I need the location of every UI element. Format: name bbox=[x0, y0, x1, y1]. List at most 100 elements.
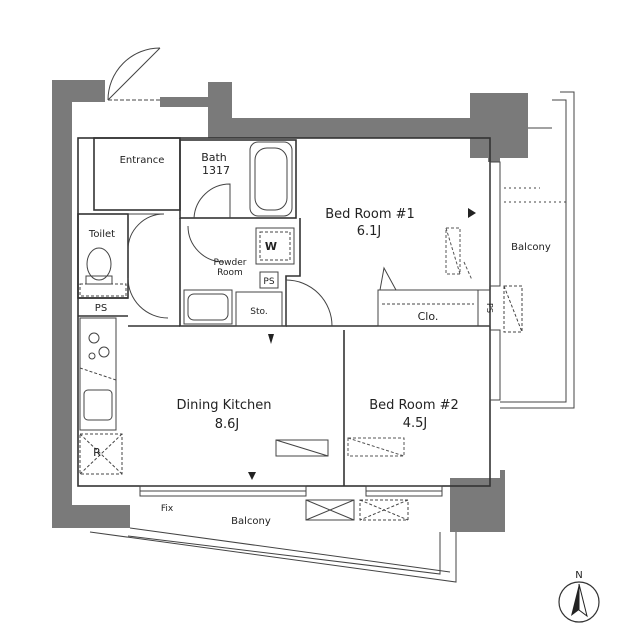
label-fix: Fix bbox=[161, 504, 174, 514]
balcony-south-edge-inner bbox=[129, 527, 451, 573]
powder-door bbox=[187, 225, 225, 263]
entrance-walls bbox=[93, 137, 181, 211]
label-toilet: Toilet bbox=[88, 229, 115, 240]
compass-needle-right bbox=[578, 583, 588, 618]
entry-marker-south bbox=[248, 472, 256, 480]
bedroom2-mark bbox=[347, 437, 405, 457]
refrigerator-space bbox=[79, 433, 123, 475]
toilet-tank bbox=[85, 275, 113, 285]
bedroom1-small-mark bbox=[463, 261, 473, 281]
stove-burner-3 bbox=[88, 352, 96, 360]
wall-north-b bbox=[208, 82, 470, 138]
balcony-east-inner bbox=[500, 99, 567, 403]
label-refrigerator: R bbox=[93, 446, 101, 459]
stove-burner-1 bbox=[88, 332, 100, 344]
compass-needle-left bbox=[571, 584, 579, 616]
north-compass: N bbox=[558, 570, 600, 623]
washer-box bbox=[255, 227, 295, 265]
bath-door bbox=[193, 183, 231, 219]
south-windows bbox=[139, 485, 443, 497]
label-dining-kitchen: Dining Kitchen bbox=[177, 398, 272, 413]
dk-mark-diag bbox=[275, 439, 329, 457]
entry-marker-east bbox=[468, 208, 476, 218]
kitchen-side-door bbox=[127, 277, 169, 319]
window-bedroom1 bbox=[489, 161, 501, 287]
ps-storage bbox=[235, 271, 283, 327]
bedroom1-ac bbox=[445, 227, 461, 275]
balcony-east-outer bbox=[500, 91, 575, 409]
dk-floor-mark bbox=[275, 439, 329, 457]
dk-mark-box bbox=[275, 439, 329, 457]
dashed-marks bbox=[347, 227, 473, 457]
balcony-east bbox=[500, 91, 575, 409]
toilet-door bbox=[127, 213, 165, 251]
east-outdoor-unit-x bbox=[503, 285, 523, 333]
toilet-bowl bbox=[86, 247, 112, 281]
wall-west bbox=[52, 80, 130, 528]
label-bath-size: 1317 bbox=[202, 164, 230, 177]
wall-ne-column bbox=[470, 93, 528, 162]
compass-north-label: N bbox=[575, 570, 582, 581]
balcony-south-rail bbox=[127, 532, 441, 575]
outdoor-unit-2-x2 bbox=[359, 499, 409, 521]
label-entrance: Entrance bbox=[120, 155, 165, 166]
fridge-x1 bbox=[79, 433, 123, 475]
label-bedroom1-size: 6.1J bbox=[357, 224, 382, 239]
fridge-x2 bbox=[79, 433, 123, 475]
label-bath: Bath bbox=[201, 151, 227, 164]
label-ps-east: PS bbox=[485, 303, 494, 313]
wall-se-column bbox=[450, 470, 505, 532]
bedroom1-door bbox=[285, 279, 333, 327]
east-ps-box bbox=[477, 289, 491, 327]
balcony-south-edge-outer bbox=[89, 531, 457, 583]
doors bbox=[107, 47, 333, 327]
compass-circle bbox=[558, 581, 600, 623]
labels: Entrance Bath 1317 Toilet Powder Room W … bbox=[88, 151, 551, 527]
vanity bbox=[183, 289, 233, 325]
east-windows bbox=[489, 161, 501, 401]
stove-burner-2 bbox=[98, 346, 110, 358]
label-powder-2: Room bbox=[217, 268, 243, 278]
balcony-south bbox=[89, 499, 457, 583]
toilet-walls bbox=[77, 213, 129, 299]
outdoor-unit-1-x2 bbox=[305, 499, 355, 521]
window-bedroom2-east bbox=[489, 329, 501, 401]
wall-north-a bbox=[160, 97, 210, 107]
washer-area bbox=[255, 227, 295, 265]
marker-kitchen bbox=[268, 334, 274, 344]
vanity-counter bbox=[183, 289, 233, 325]
kitchen-counter bbox=[79, 317, 117, 431]
toilet-counter bbox=[79, 283, 127, 297]
east-outdoor-unit bbox=[503, 285, 523, 333]
label-bedroom2-size: 4.5J bbox=[403, 416, 428, 431]
counter-body bbox=[79, 317, 117, 431]
structural-walls bbox=[52, 80, 528, 532]
outdoor-unit-1 bbox=[305, 499, 355, 521]
label-bedroom2: Bed Room #2 bbox=[369, 398, 459, 413]
label-washer: W bbox=[265, 240, 277, 253]
toilet-fixture bbox=[79, 247, 127, 297]
label-storage: Sto. bbox=[250, 307, 267, 317]
counter-dash bbox=[79, 367, 117, 381]
bedroom2-mark-diag bbox=[347, 437, 405, 457]
label-powder-1: Powder bbox=[214, 258, 247, 268]
bath-fixtures bbox=[249, 141, 293, 217]
kitchen-sink bbox=[83, 389, 113, 421]
label-ps-toilet: PS bbox=[95, 303, 107, 314]
bedroom1-ac-diag bbox=[445, 227, 461, 275]
bathtub-inner bbox=[254, 147, 288, 211]
bathtub-outer bbox=[249, 141, 293, 217]
label-ps-small: PS bbox=[263, 277, 274, 287]
vanity-basin bbox=[187, 293, 229, 321]
entrance-door bbox=[107, 47, 161, 101]
label-closet: Clo. bbox=[418, 310, 439, 323]
label-dk-size: 8.6J bbox=[215, 417, 240, 432]
fridge-box bbox=[79, 433, 123, 475]
label-balcony-south: Balcony bbox=[231, 516, 271, 527]
closet-door-left bbox=[379, 266, 397, 291]
east-ps bbox=[477, 289, 491, 327]
outdoor-unit-2 bbox=[359, 499, 409, 521]
washer-inner bbox=[259, 231, 291, 261]
label-balcony-east: Balcony bbox=[511, 242, 551, 253]
